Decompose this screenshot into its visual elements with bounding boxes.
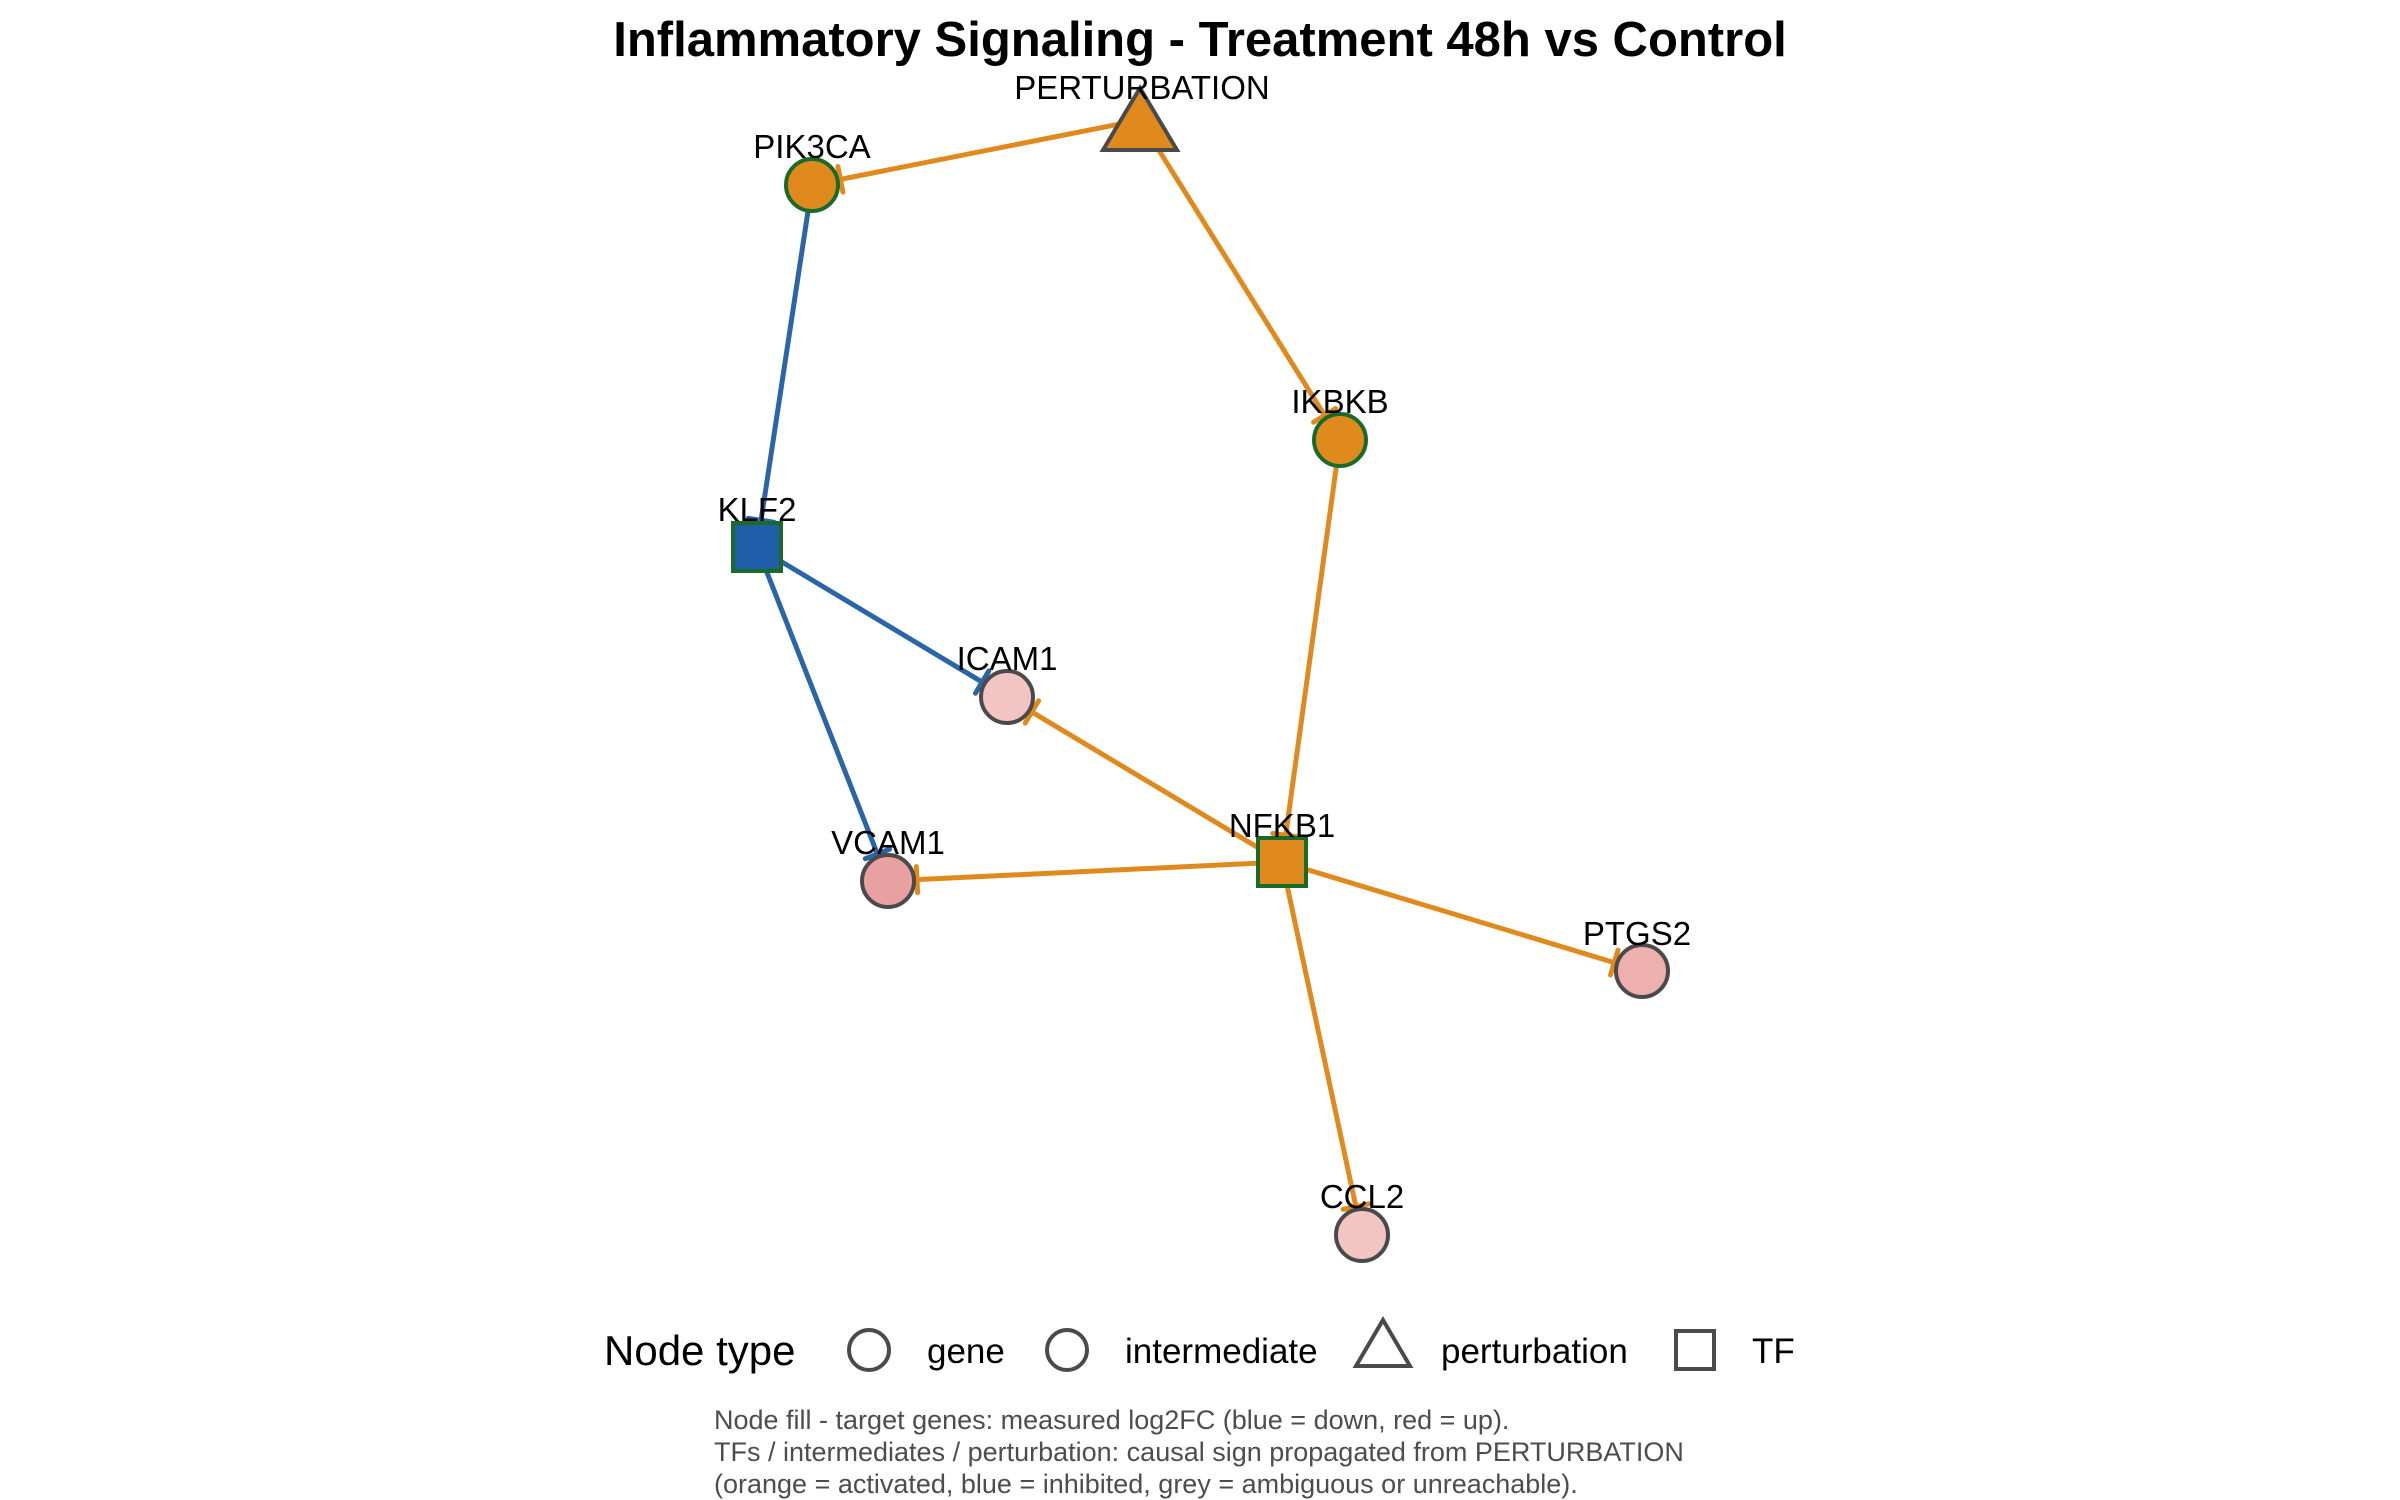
node-pik3ca <box>784 157 840 213</box>
node-type-legend: Node type gene intermediate perturbation… <box>604 1316 1795 1374</box>
edge-nfkb1-icam1 <box>1029 709 1285 865</box>
legend-title: Node type <box>604 1327 795 1374</box>
edge-nfkb1-ccl2 <box>1279 859 1359 1210</box>
node-label-ccl2: CCL2 <box>1320 1178 1404 1215</box>
legend-item-tf: TF <box>1752 1332 1795 1371</box>
node-icam1 <box>979 669 1035 725</box>
node-ccl2 <box>1334 1207 1390 1263</box>
node-label-nfkb1: NFKB1 <box>1229 807 1335 844</box>
edge-pik3ca-klf2 <box>758 182 815 523</box>
edge-tee-klf2-vcam1 <box>862 846 893 862</box>
edge-tee-nfkb1-vcam1 <box>913 864 921 896</box>
edge-perturbation-pik3ca <box>837 117 1143 182</box>
node-label-pik3ca: PIK3CA <box>753 128 870 165</box>
node-label-ptgs2: PTGS2 <box>1583 915 1691 952</box>
edge-tee-nfkb1-icam1 <box>1022 698 1042 726</box>
edge-nfkb1-ptgs2 <box>1279 859 1617 966</box>
legend-item-gene: gene <box>927 1332 1005 1371</box>
node-perturbation <box>1099 84 1181 152</box>
caption-line-1: Node fill - target genes: measured log2F… <box>714 1405 1509 1435</box>
edge-tee-perturbation-pik3ca <box>835 164 846 195</box>
node-klf2 <box>731 521 783 573</box>
edge-tee-nfkb1-ptgs2 <box>1607 947 1621 978</box>
legend-gene-circle-icon <box>847 1328 891 1372</box>
diagram-title: Inflammatory Signaling - Treatment 48h v… <box>613 13 1787 67</box>
edge-nfkb1-vcam1 <box>914 859 1285 883</box>
legend-tf-square-icon <box>1674 1329 1716 1371</box>
legend-intermediate-circle-icon <box>1045 1328 1089 1372</box>
node-ptgs2 <box>1614 943 1670 999</box>
node-label-klf2: KLF2 <box>718 491 797 528</box>
edge-tee-nfkb1-ccl2 <box>1340 1201 1372 1212</box>
caption-line-2: TFs / intermediates / perturbation: caus… <box>714 1437 1684 1467</box>
node-label-icam1: ICAM1 <box>957 640 1058 677</box>
node-ikbkb <box>1312 412 1368 468</box>
edge-tee-klf2-icam1 <box>972 668 992 696</box>
nodes-layer <box>731 84 1670 1263</box>
edges-layer <box>745 117 1621 1212</box>
legend-item-perturbation: perturbation <box>1441 1332 1628 1371</box>
edge-ikbkb-nfkb1 <box>1283 437 1343 838</box>
caption-line-3: (orange = activated, blue = inhibited, g… <box>714 1469 1578 1499</box>
legend-perturbation-triangle-icon <box>1352 1316 1414 1368</box>
edge-klf2-vcam1 <box>754 544 880 857</box>
edge-klf2-icam1 <box>754 544 985 685</box>
node-label-vcam1: VCAM1 <box>831 824 945 861</box>
node-label-ikbkb: IKBKB <box>1291 383 1388 420</box>
node-vcam1 <box>860 853 916 909</box>
legend-item-intermediate: intermediate <box>1125 1332 1318 1371</box>
node-nfkb1 <box>1256 836 1308 888</box>
figure-caption: Node fill - target genes: measured log2F… <box>714 1405 1684 1499</box>
edge-tee-perturbation-ikbkb <box>1311 406 1339 425</box>
edge-perturbation-ikbkb <box>1137 117 1328 418</box>
node-label-perturbation: PERTURBATION <box>1014 69 1269 106</box>
